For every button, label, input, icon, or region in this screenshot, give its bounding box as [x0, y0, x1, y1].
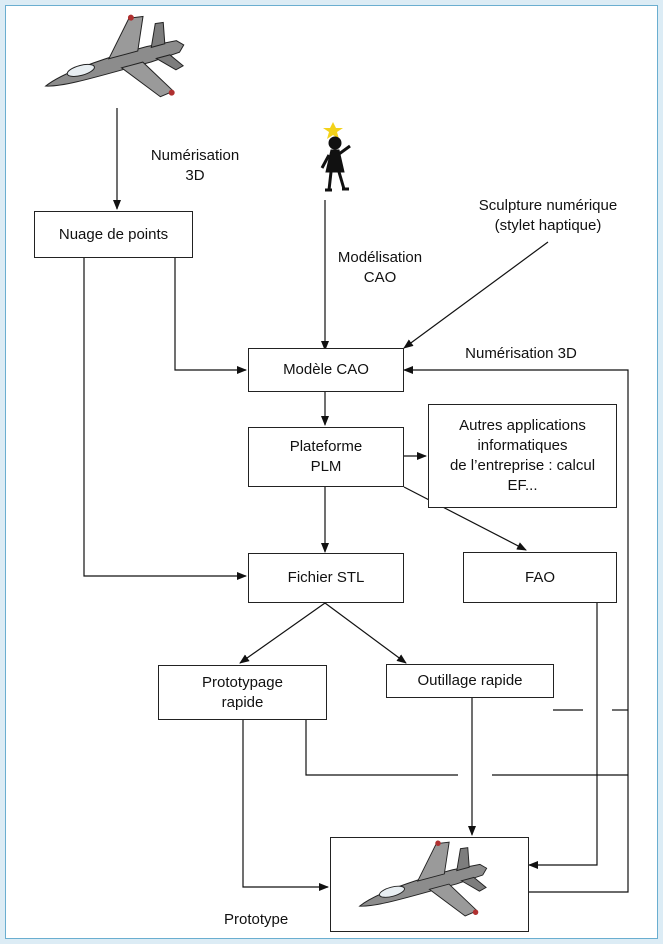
arrow-fao-to-final — [528, 603, 598, 869]
dashed-prototypage-feedback — [305, 720, 458, 776]
box-plateforme-plm: Plateforme PLM — [248, 427, 404, 487]
label-modelisation-cao: Modélisation CAO — [337, 249, 423, 286]
arrow-sculpture-to-modele — [403, 241, 549, 349]
arrow-plm-to-fao — [403, 486, 527, 551]
box-autres-applications: Autres applications informatiques de l’e… — [428, 404, 617, 508]
label-numerisation-3d-right: Numérisation 3D — [465, 345, 577, 362]
box-fao: FAO — [463, 552, 617, 603]
box-modele-cao: Modèle CAO — [248, 348, 404, 392]
box-fichier-stl: Fichier STL — [248, 553, 404, 603]
arrow-feedback-to-modele — [403, 366, 629, 893]
arrow-nuage-to-modele — [174, 258, 247, 374]
arrow-stl-to-prototypage — [239, 602, 326, 664]
box-outillage-rapide: Outillage rapide — [386, 664, 554, 698]
label-prototype: Prototype — [224, 911, 289, 928]
arrow-stl-to-outillage — [324, 602, 407, 664]
label-sculpture-numerique: Sculpture numérique (stylet haptique) — [478, 197, 618, 234]
arrow-nuage-to-stl — [83, 258, 247, 580]
box-nuage-de-points: Nuage de points — [34, 211, 193, 258]
label-numerisation-3d-top: Numérisation 3D — [150, 147, 240, 184]
arrow-prototypage-to-final — [242, 720, 329, 891]
box-prototypage-rapide: Prototypage rapide — [158, 665, 327, 720]
